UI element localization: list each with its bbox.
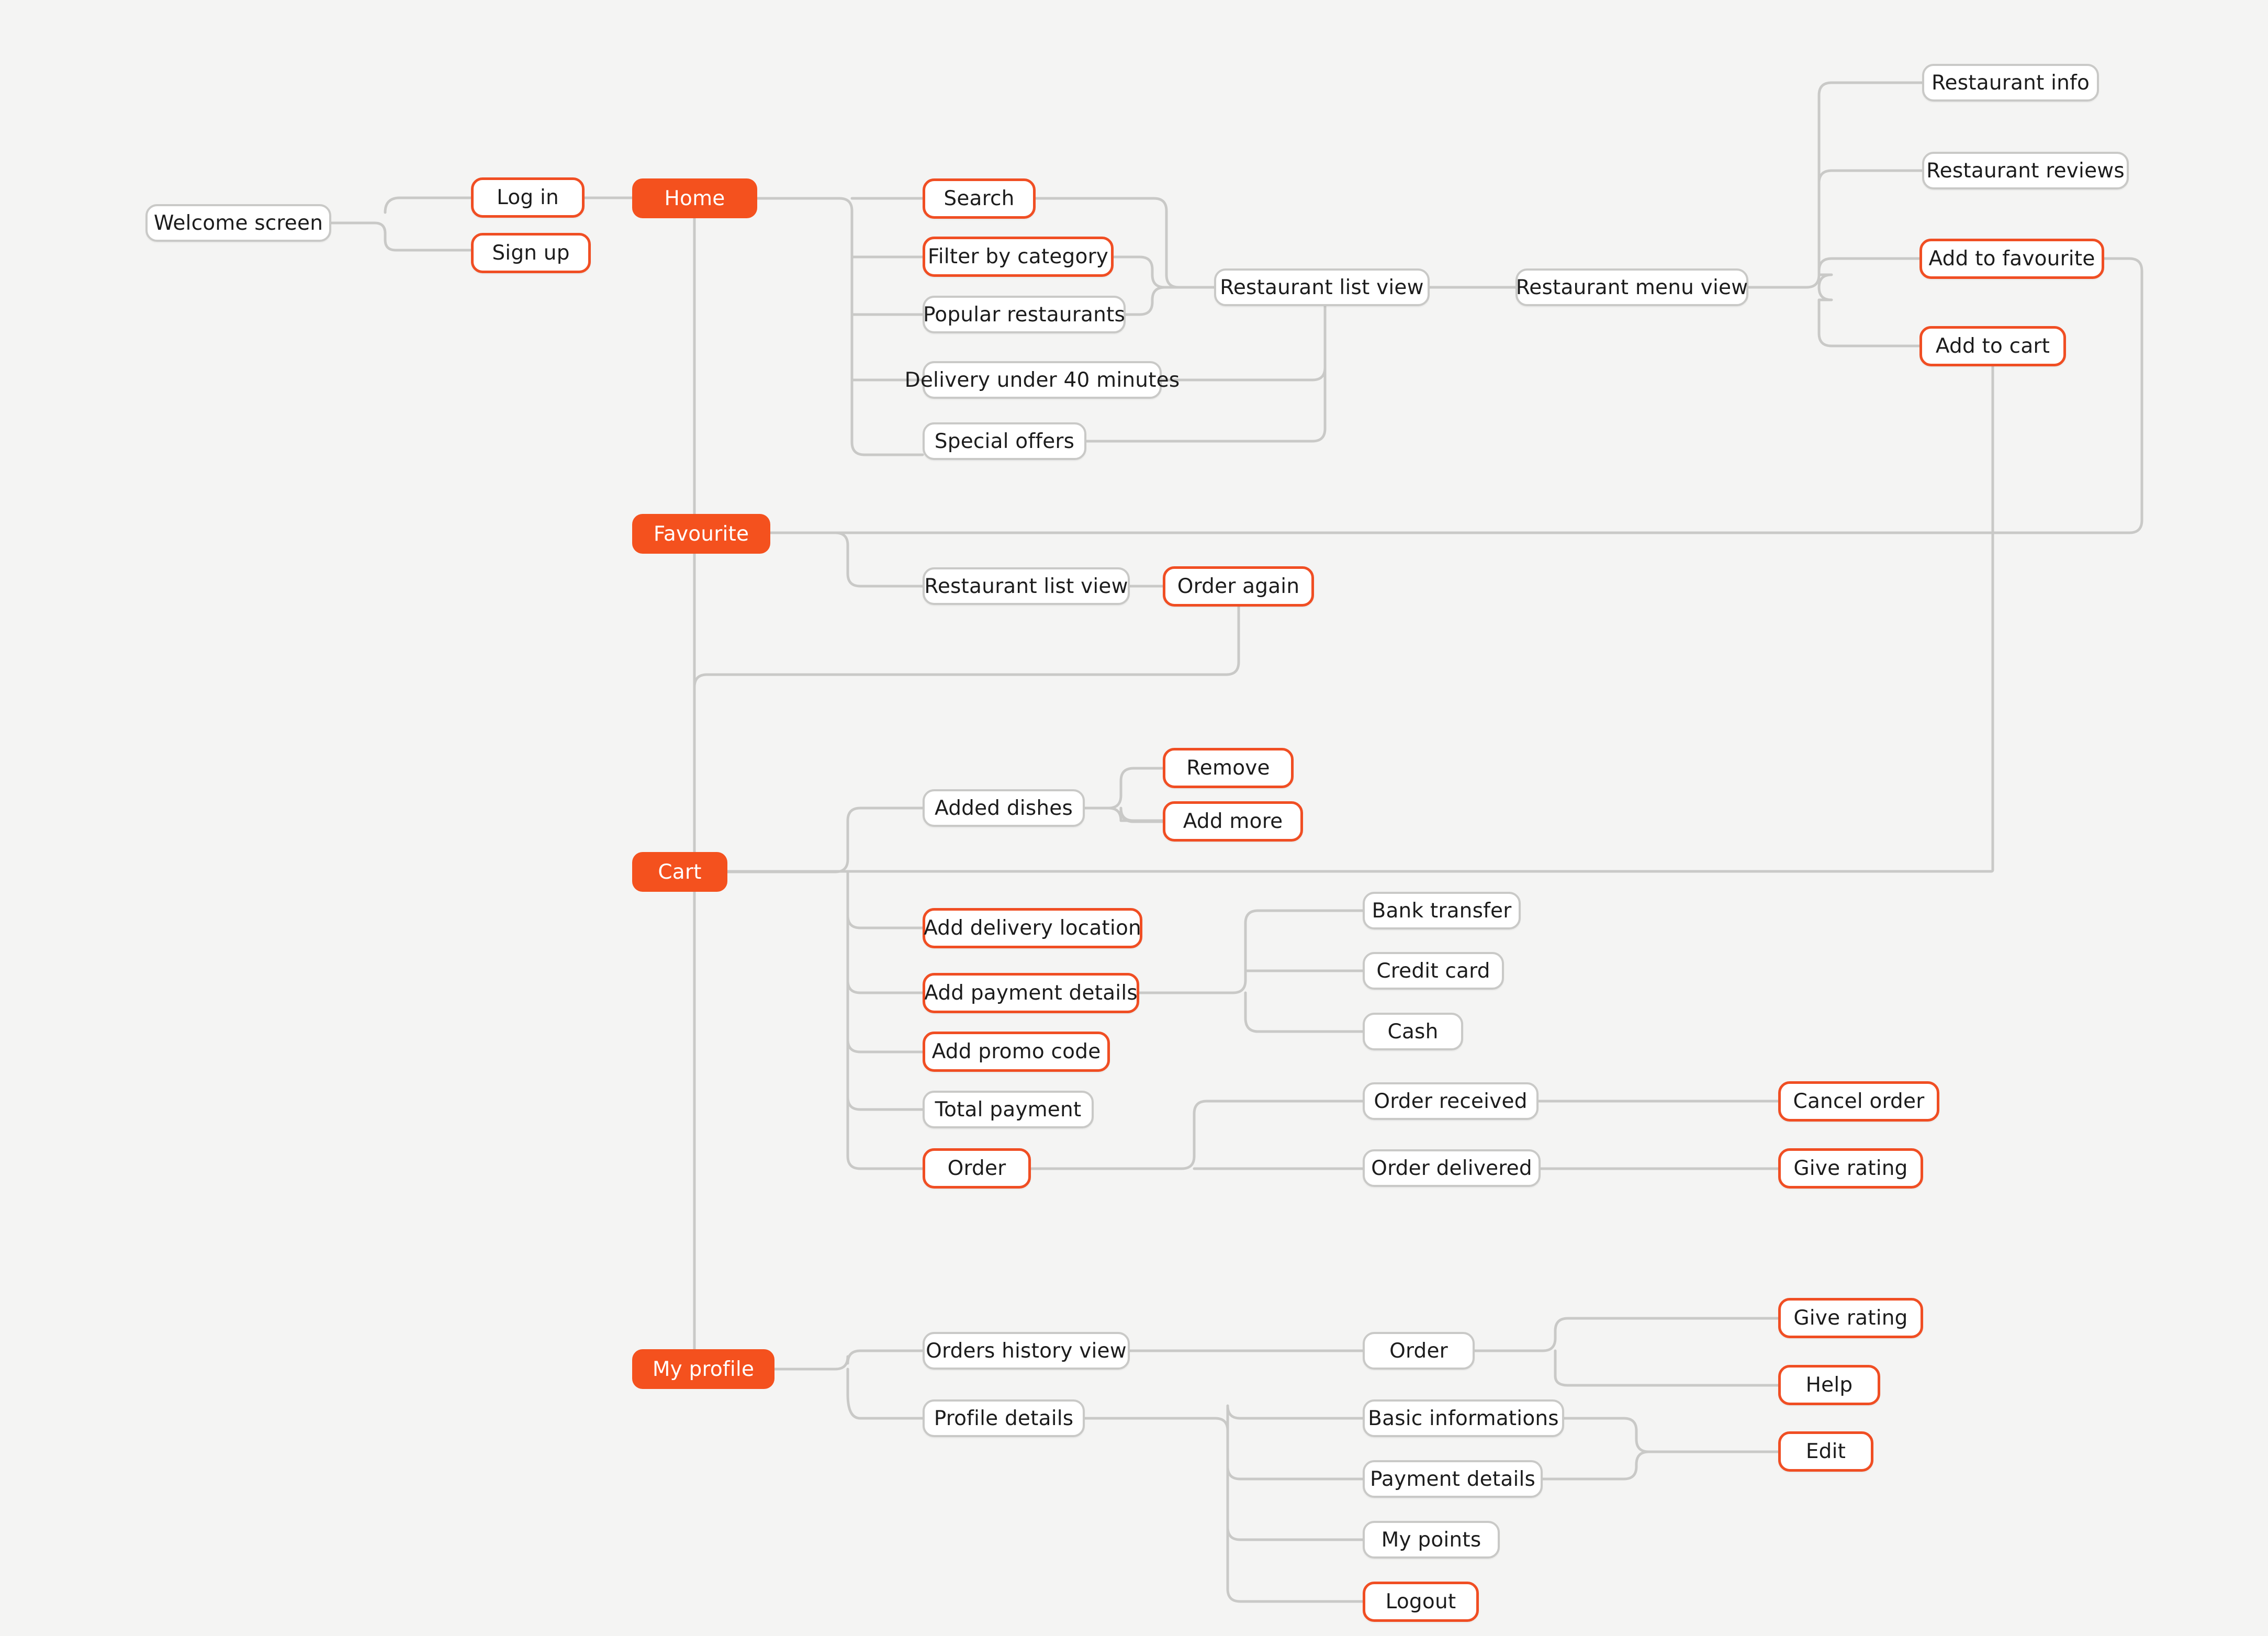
flow-edge: [846, 870, 924, 1170]
flow-node-order2[interactable]: Order: [1363, 1332, 1475, 1370]
flow-node-adddelivery[interactable]: Add delivery location: [923, 908, 1142, 948]
flow-node-mypoints[interactable]: My points: [1363, 1521, 1500, 1559]
flow-edge: [1083, 806, 1164, 823]
flow-node-search[interactable]: Search: [923, 178, 1036, 219]
flow-node-restlist1[interactable]: Restaurant list view: [1214, 268, 1430, 306]
flow-node-cash[interactable]: Cash: [1363, 1013, 1463, 1050]
flow-edge: [726, 365, 1994, 873]
flow-node-login[interactable]: Log in: [471, 177, 585, 218]
flow-edge: [773, 1349, 924, 1371]
flow-node-addcart[interactable]: Add to cart: [1919, 326, 2066, 366]
flow-node-creditcard[interactable]: Credit card: [1363, 952, 1504, 990]
flow-node-home[interactable]: Home: [632, 178, 757, 218]
flow-edge: [846, 870, 924, 929]
flow-edge: [756, 197, 924, 456]
flow-edge: [1138, 909, 1364, 994]
flow-node-restreviews[interactable]: Restaurant reviews: [1922, 152, 2129, 189]
flow-edge: [1226, 1417, 1364, 1603]
flow-edge: [846, 870, 924, 994]
flow-node-paymentdetails[interactable]: Payment details: [1363, 1460, 1543, 1498]
flow-edge: [1817, 286, 1921, 348]
flow-node-addfavourite[interactable]: Add to favourite: [1919, 239, 2104, 279]
flow-edge: [1541, 1450, 1780, 1481]
flow-edge: [384, 196, 473, 214]
flow-edge: [1554, 1349, 1780, 1387]
flow-node-orderdelivered[interactable]: Order delivered: [1363, 1149, 1541, 1187]
flow-node-logout[interactable]: Logout: [1363, 1582, 1479, 1622]
flow-node-addmore[interactable]: Add more: [1163, 801, 1303, 842]
flow-node-order1[interactable]: Order: [923, 1148, 1031, 1189]
flow-node-basicinfo[interactable]: Basic informations: [1363, 1399, 1564, 1437]
flow-node-filter[interactable]: Filter by category: [923, 237, 1114, 277]
flow-node-totalpayment[interactable]: Total payment: [923, 1091, 1094, 1128]
flow-node-remove[interactable]: Remove: [1163, 748, 1294, 788]
flow-node-addpromo[interactable]: Add promo code: [923, 1032, 1110, 1072]
flow-node-popular[interactable]: Popular restaurants: [923, 296, 1126, 333]
flow-edge: [1817, 169, 1924, 276]
flow-node-signup[interactable]: Sign up: [471, 233, 591, 273]
flow-node-restlist2[interactable]: Restaurant list view: [923, 567, 1130, 605]
flow-edge: [1119, 806, 1164, 822]
flow-edge: [1083, 767, 1164, 810]
flow-node-welcome[interactable]: Welcome screen: [145, 204, 331, 242]
flow-node-myprofile[interactable]: My profile: [632, 1349, 774, 1389]
flow-node-favourite[interactable]: Favourite: [632, 514, 770, 554]
flow-edge: [1473, 1317, 1780, 1352]
flow-edge: [1124, 286, 1216, 316]
flow-edge: [1244, 991, 1364, 1033]
flow-edge: [1244, 969, 1364, 982]
flow-edge: [846, 870, 924, 1111]
flow-edge: [1083, 1404, 1364, 1432]
flow-edge: [693, 605, 1240, 703]
flow-edge: [769, 257, 2143, 534]
flow-node-giverating2[interactable]: Give rating: [1778, 1298, 1923, 1338]
flow-node-banktransfer[interactable]: Bank transfer: [1363, 892, 1521, 929]
flow-node-cart[interactable]: Cart: [632, 852, 727, 892]
flow-node-help[interactable]: Help: [1778, 1365, 1880, 1405]
flow-node-cancelorder[interactable]: Cancel order: [1778, 1081, 1939, 1122]
flow-node-giverating1[interactable]: Give rating: [1778, 1148, 1923, 1189]
flow-edge: [846, 1368, 924, 1420]
flow-edge: [769, 531, 924, 588]
flow-edge: [1747, 81, 1924, 289]
flow-node-orderagain[interactable]: Order again: [1163, 566, 1314, 607]
flow-node-restinfo[interactable]: Restaurant info: [1922, 64, 2099, 102]
flow-node-addeddishes[interactable]: Added dishes: [923, 789, 1085, 827]
flow-edge: [1112, 255, 1216, 289]
flow-edge: [330, 221, 473, 252]
flow-node-addpayment[interactable]: Add payment details: [923, 973, 1139, 1013]
flow-node-orderreceived[interactable]: Order received: [1363, 1082, 1539, 1120]
flow-edge: [846, 870, 924, 1054]
flow-node-edit[interactable]: Edit: [1778, 1431, 1873, 1472]
flow-node-delivery40[interactable]: Delivery under 40 minutes: [905, 361, 1180, 399]
flow-node-restmenu[interactable]: Restaurant menu view: [1515, 268, 1748, 306]
flow-node-ordershistory[interactable]: Orders history view: [923, 1332, 1130, 1370]
flow-edge: [1817, 257, 1921, 289]
flow-edge: [1226, 1417, 1364, 1481]
flow-edge: [1029, 1100, 1364, 1170]
flow-node-specialoffers[interactable]: Special offers: [923, 422, 1086, 460]
flow-node-profiledetails[interactable]: Profile details: [923, 1399, 1085, 1437]
flow-edge: [1563, 1417, 1780, 1453]
flow-edge: [1085, 312, 1327, 443]
flow-edge: [726, 806, 924, 873]
